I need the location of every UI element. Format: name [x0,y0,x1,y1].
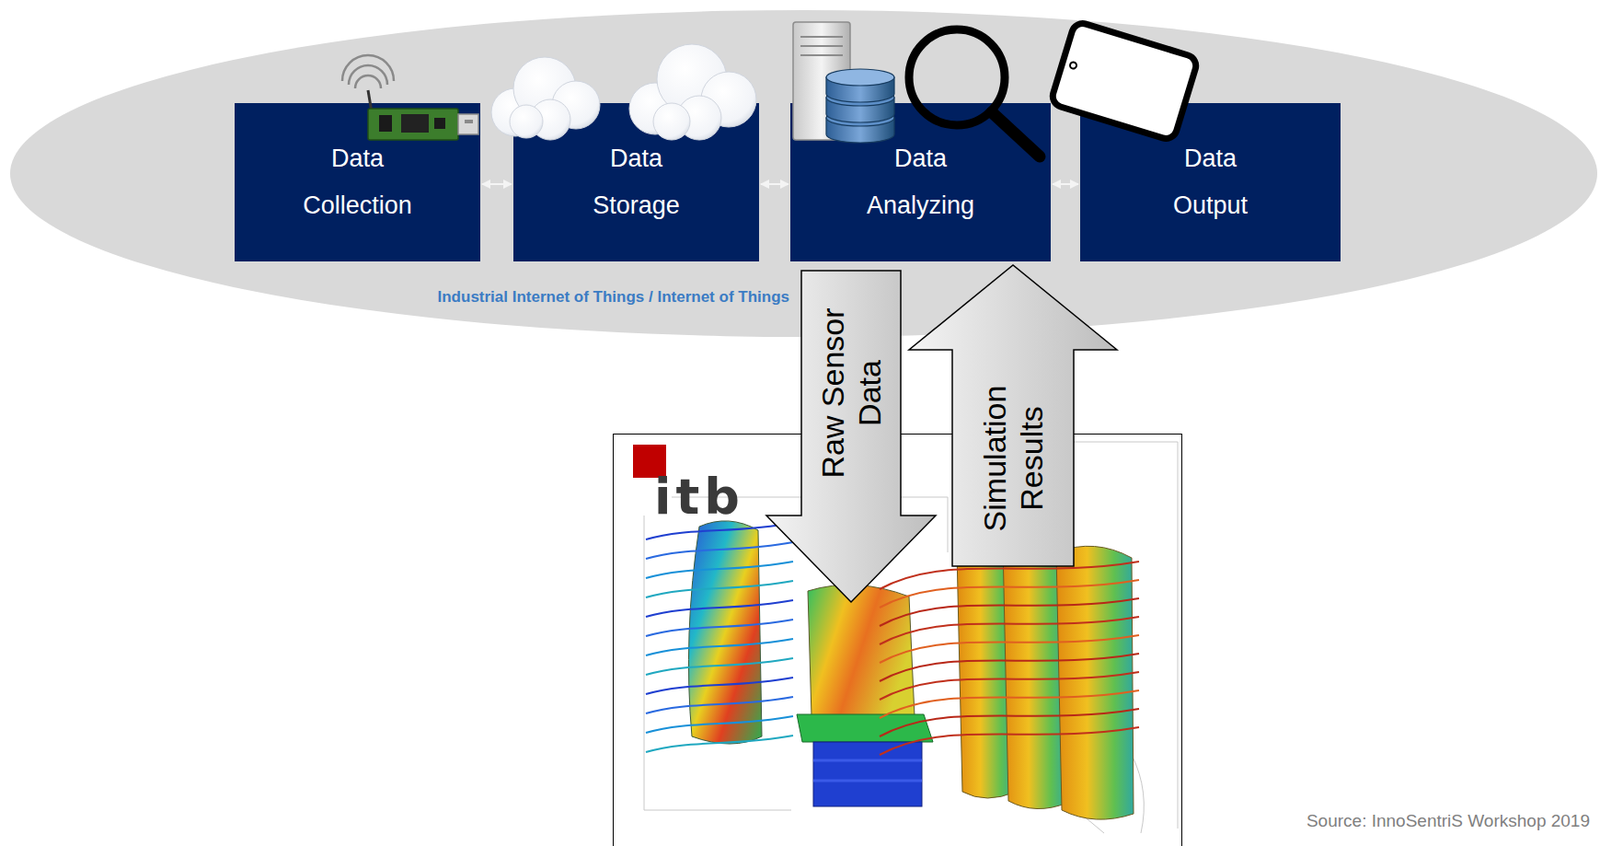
region-label: Industrial Internet of Things / Internet… [437,287,791,308]
streamlines [645,522,1140,755]
iot-region: Industrial Internet of Things / Internet… [10,10,1598,337]
streamline [645,735,794,752]
streamline [645,715,794,733]
logo-text: itb [654,471,745,523]
streamline [645,619,794,636]
streamline [645,696,794,714]
turbine-blade [796,584,933,806]
streamline [645,599,794,617]
double-arrow [760,183,789,185]
block-arrow [909,264,1117,566]
streamline [879,634,1140,663]
logo-square [633,444,667,478]
server-icon [793,22,851,140]
magnifier-icon [909,29,1040,157]
streamline [879,708,1140,737]
box-label: Data Storage [574,135,699,230]
streamline [879,726,1140,755]
cloud-icon [629,44,757,140]
streamline [645,638,794,656]
casing-wireframe [644,441,1178,833]
arrow-label: Raw Sensor Data [814,291,888,495]
cloud-icon [491,57,600,140]
source-note: Source: InnoSentriS Workshop 2019 [1306,809,1590,832]
streamline [645,522,794,540]
streamline [645,677,794,694]
streamline [879,671,1140,700]
process-box: Data Output [1080,103,1341,262]
database-icon [826,69,895,143]
process-box: Data Storage [513,103,760,262]
streamline [879,561,1140,589]
streamline [645,657,794,675]
turbine-blade [688,520,762,744]
streamline [879,653,1140,681]
double-arrow [1052,183,1079,185]
simulation-frame: itb [612,433,1183,846]
streamline [879,579,1140,608]
process-box: Data Analyzing [790,103,1051,262]
phone-icon [1049,21,1198,142]
double-arrow [482,183,512,185]
arrow-label: Simulation Results [976,356,1050,560]
sensor-icon [342,55,479,140]
streamline [645,541,794,559]
streamline [645,580,794,598]
box-label: Data Collection [295,135,420,230]
turbine-blade [956,538,1134,819]
streamline [645,561,794,578]
box-label: Data Output [1148,135,1273,230]
region-ellipse-fill [10,10,1598,337]
process-box: Data Collection [234,103,481,262]
box-label: Data Analyzing [858,135,983,230]
streamline [879,690,1140,718]
streamline [879,616,1140,645]
streamline [879,598,1140,626]
block-arrow [766,270,936,602]
